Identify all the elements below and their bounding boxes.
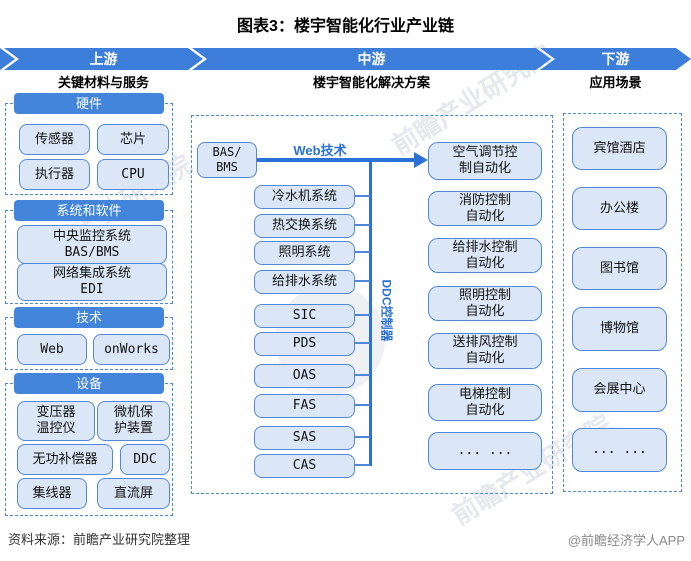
banner-upstream: 上游 [4, 48, 203, 70]
system-box: OAS [254, 364, 355, 388]
ddc-controller-label: DDC控制器 [379, 279, 394, 342]
item-box: CPU [97, 159, 169, 190]
system-box: CAS [254, 454, 355, 478]
bas-bms-box: BAS/ BMS [197, 142, 257, 178]
system-box: 照明系统 [254, 241, 355, 265]
section-header-equipment: 设备 [14, 373, 164, 394]
automation-box: 电梯控制 自动化 [428, 384, 542, 421]
connector [353, 342, 370, 344]
system-box: 给排水系统 [254, 270, 355, 294]
item-box: DDC [120, 444, 170, 475]
scene-box: 博物馆 [572, 307, 667, 351]
web-tech-arrow-line [255, 158, 421, 162]
connector [353, 251, 370, 253]
item-box: 直流屏 [97, 478, 170, 509]
connector [353, 314, 370, 316]
automation-box-ellipsis: ... ... [428, 432, 542, 470]
connector [353, 280, 370, 282]
item-box: Web [17, 334, 87, 365]
automation-box: 给排水控制 自动化 [428, 238, 542, 273]
item-box: 传感器 [19, 124, 90, 155]
connector [353, 464, 370, 466]
scene-box-ellipsis: ... ... [572, 428, 667, 472]
item-box: 微机保 护装置 [97, 401, 170, 441]
banner-midstream: 中游 [192, 48, 551, 70]
credit-note: @前瞻经济学人APP [567, 533, 685, 548]
downstream-container [563, 113, 682, 492]
ddc-bus-line [369, 158, 372, 466]
scene-box: 办公楼 [572, 187, 667, 230]
connector [353, 374, 370, 376]
subtitle-midstream: 楼宇智能化解决方案 [312, 75, 430, 90]
item-box: 网络集成系统 EDI [17, 263, 167, 301]
item-box: 无功补偿器 [17, 444, 113, 475]
system-box: SAS [254, 426, 355, 450]
web-tech-label: Web技术 [293, 143, 347, 158]
banner-downstream: 下游 [540, 48, 691, 70]
web-tech-arrowhead-icon [414, 152, 428, 168]
system-box: PDS [254, 332, 355, 356]
section-header-software: 系统和软件 [14, 200, 164, 221]
item-box: 变压器 温控仪 [17, 401, 95, 441]
item-box: 执行器 [19, 159, 90, 190]
page-title: 图表3：楼宇智能化行业产业链 [237, 18, 454, 35]
connector [353, 224, 370, 226]
item-box: 集线器 [17, 478, 87, 509]
system-box: SIC [254, 304, 355, 328]
system-box: FAS [254, 394, 355, 418]
automation-box: 送排风控制 自动化 [428, 333, 542, 369]
section-header-technology: 技术 [14, 307, 164, 328]
section-header-hardware: 硬件 [14, 93, 164, 114]
subtitle-downstream: 应用场景 [589, 75, 642, 90]
automation-box: 消防控制 自动化 [428, 191, 542, 226]
source-note: 资料来源：前瞻产业研究院整理 [8, 532, 191, 547]
scene-box: 会展中心 [572, 368, 667, 412]
scene-box: 图书馆 [572, 247, 667, 290]
system-box: 冷水机系统 [254, 185, 355, 209]
automation-box: 空气调节控 制自动化 [428, 142, 542, 180]
midstream-container [191, 115, 553, 494]
connector [353, 404, 370, 406]
connector [353, 436, 370, 438]
automation-box: 照明控制 自动化 [428, 286, 542, 321]
connector [353, 195, 370, 197]
item-box: 中央监控系统 BAS/BMS [17, 225, 167, 264]
item-box: 芯片 [97, 124, 169, 155]
scene-box: 宾馆酒店 [572, 127, 667, 170]
subtitle-upstream: 关键材料与服务 [57, 75, 149, 90]
item-box: onWorks [93, 334, 170, 365]
system-box: 热交换系统 [254, 214, 355, 238]
